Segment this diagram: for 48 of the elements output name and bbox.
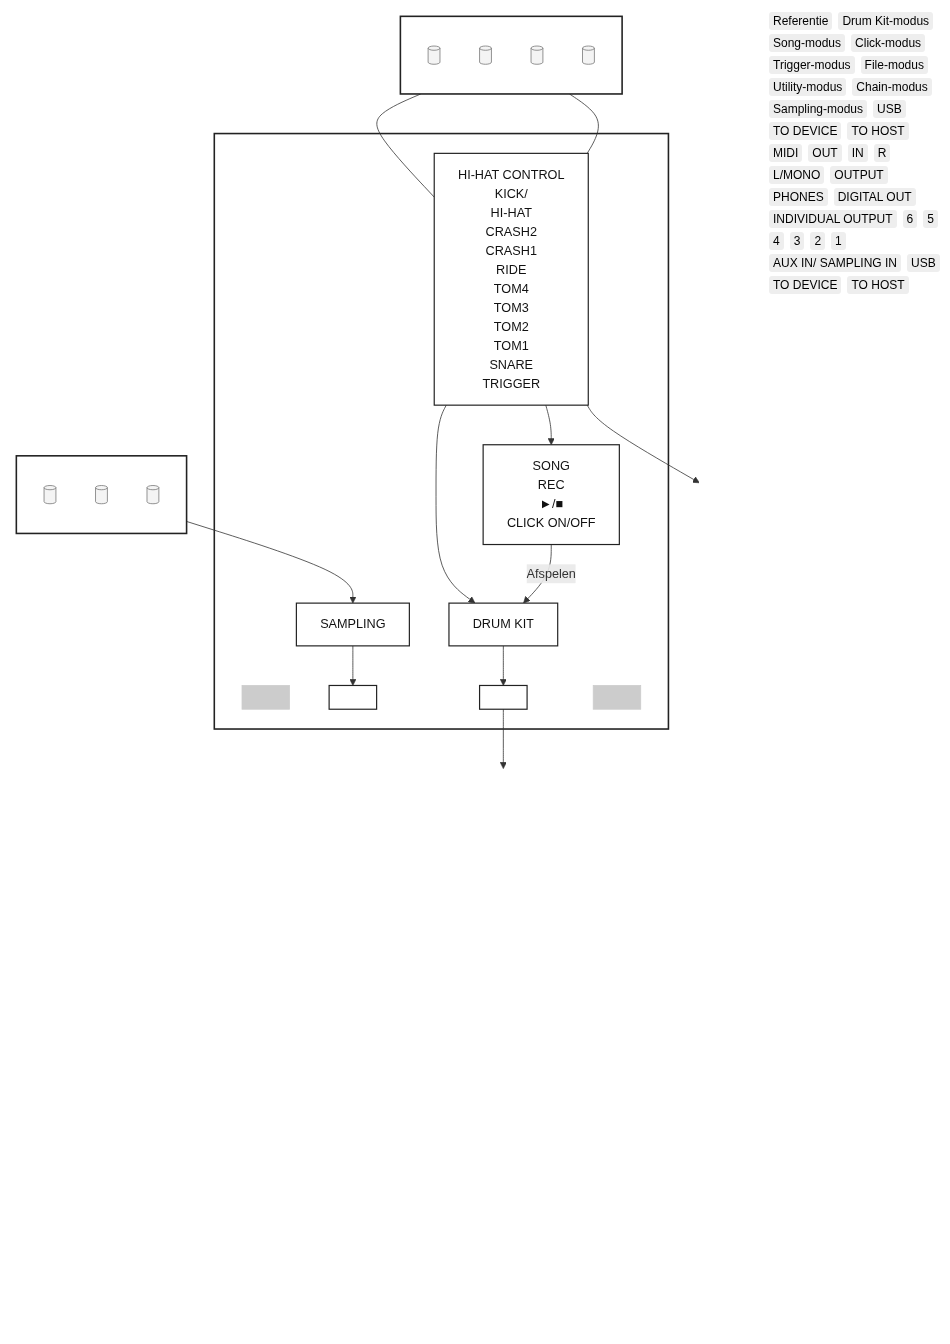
device-picture	[479, 45, 492, 65]
panel-label: INDIVIDUAL OUTPUT	[769, 210, 897, 228]
device-picture	[146, 485, 160, 505]
empty-box	[592, 685, 642, 710]
panel-label: TO HOST	[847, 122, 909, 140]
panel-label: Song-modus	[769, 34, 846, 52]
panel-label: Chain-modus	[852, 78, 932, 96]
device-picture	[95, 485, 108, 505]
panel-box: SONG REC ►/■ CLICK ON/OFF	[482, 444, 620, 546]
panel-box: HI-HAT CONTROL KICK/ HI-HAT CRASH2 CRASH1 RIDE TOM4 TOM3 TOM2 TOM1 SNARE TRIGGER	[433, 152, 589, 406]
empty-box	[241, 685, 290, 710]
device-picture	[427, 45, 441, 65]
panel-box: DRUM KIT	[448, 602, 559, 647]
panel-label: 1	[831, 232, 846, 250]
panel-label: USB	[907, 254, 940, 272]
panel-label: 2	[810, 232, 826, 250]
panel-label: USB	[873, 100, 906, 118]
empty-box	[328, 684, 378, 710]
panel-label: OUTPUT	[830, 166, 888, 184]
panel-label: IN	[847, 144, 868, 162]
panel-label: 4	[769, 232, 784, 250]
panel-label: Referentie	[769, 12, 833, 30]
panel-label: Click-modus	[851, 34, 926, 52]
panel-label: DIGITAL OUT	[833, 188, 916, 206]
panel-box: SAMPLING	[295, 602, 410, 647]
device-picture	[582, 45, 595, 65]
panel-label: File-modus	[860, 56, 928, 74]
panel-label: Drum Kit-modus	[838, 12, 934, 30]
panel-label: 3	[789, 232, 805, 250]
group-frame	[399, 15, 623, 95]
panel-label: 6	[902, 210, 918, 228]
device-picture	[530, 45, 544, 65]
group-frame	[15, 455, 188, 535]
panel-label: Trigger-modus	[769, 56, 855, 74]
panel-label: AUX IN/ SAMPLING IN	[769, 254, 902, 272]
panel-label: 5	[923, 210, 938, 228]
panel-label: Utility-modus	[769, 78, 847, 96]
panel-label: TO HOST	[847, 276, 909, 294]
panel-label: L/MONO	[769, 166, 825, 184]
panel-label: MIDI	[769, 144, 803, 162]
empty-box	[478, 684, 528, 710]
device-picture	[43, 485, 57, 505]
panel-label: OUT	[808, 144, 842, 162]
panel-label: TO DEVICE	[769, 122, 842, 140]
panel-label: R	[873, 144, 891, 162]
panel-label: PHONES	[769, 188, 828, 206]
panel-label: Sampling-modus	[769, 100, 868, 118]
panel-label: TO DEVICE	[769, 276, 842, 294]
